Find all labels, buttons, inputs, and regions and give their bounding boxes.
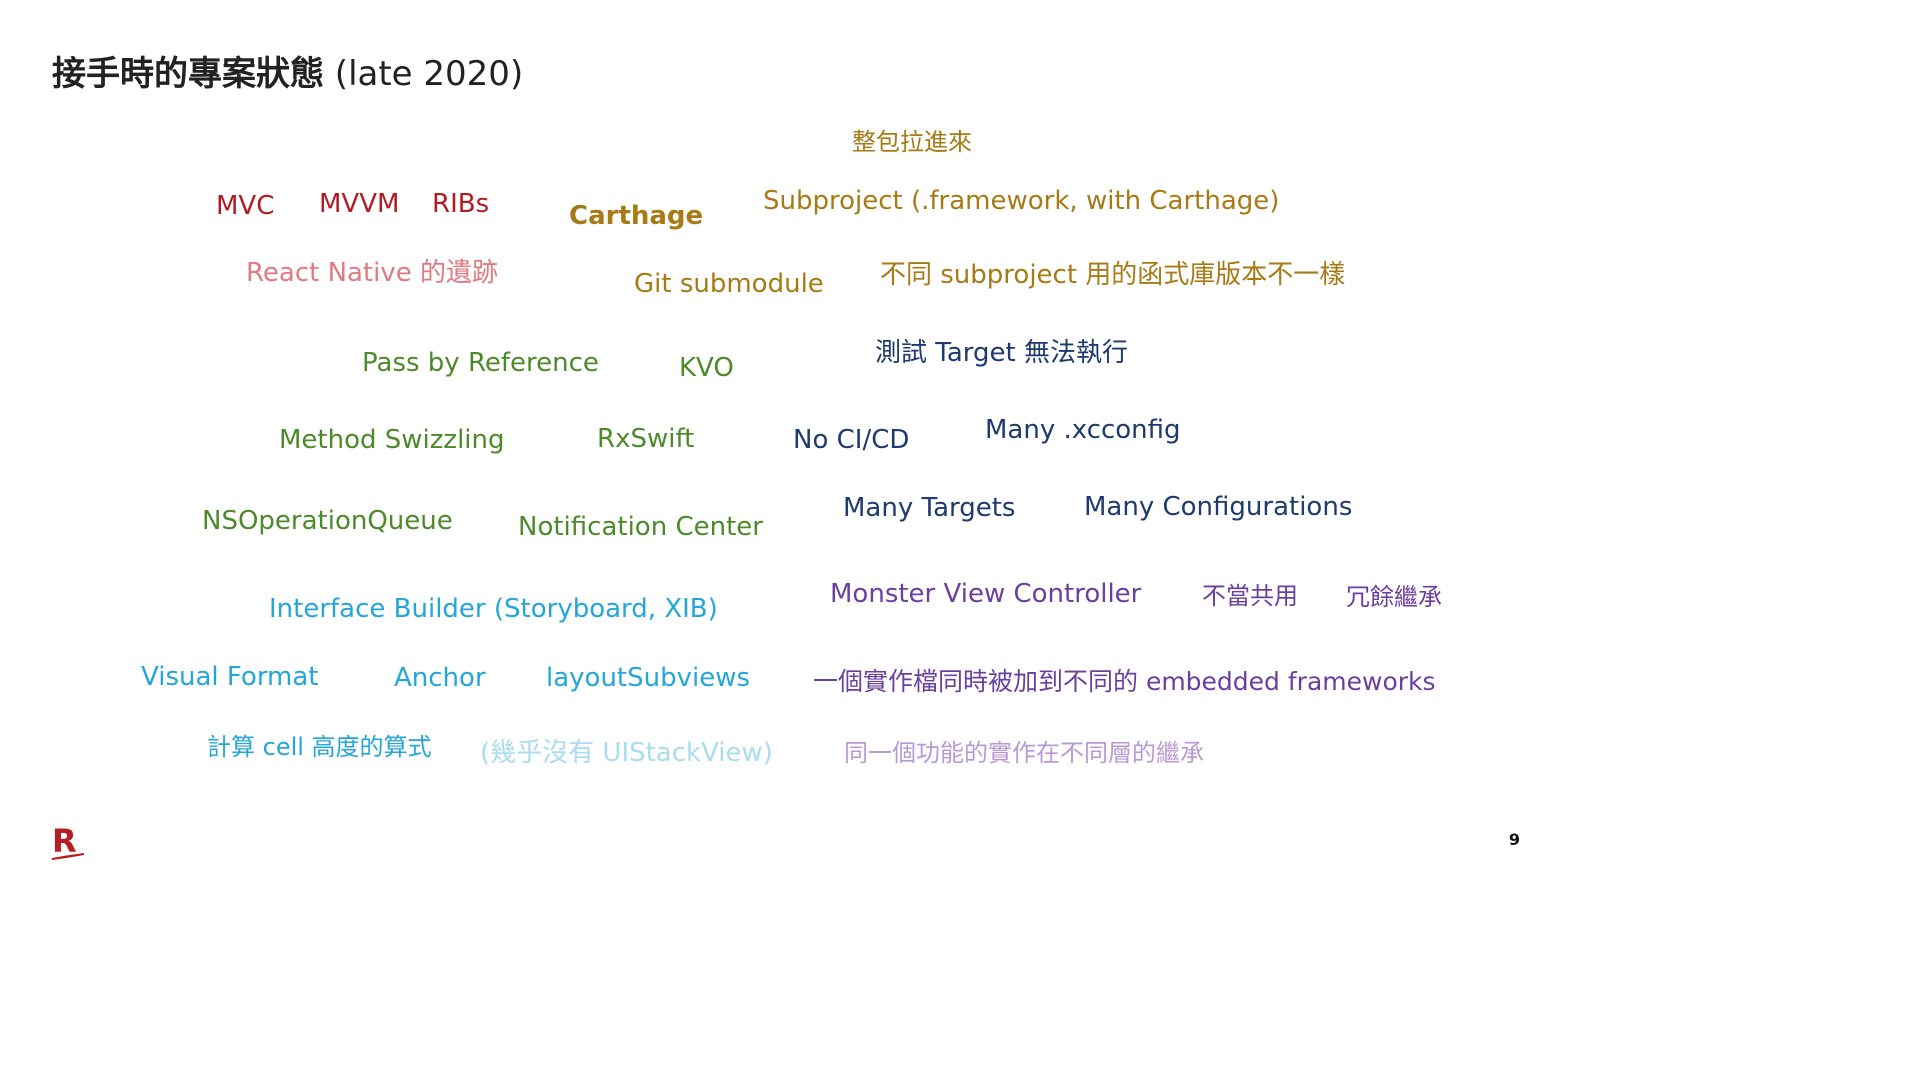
slide-title: 接手時的專案狀態 (late 2020) (52, 52, 523, 96)
word-improper-sharing: 不當共用 (1202, 582, 1298, 610)
word-test-target: 測試 Target 無法執行 (875, 338, 1128, 368)
word-many-configurations: Many Configurations (1084, 492, 1353, 522)
slide-title-cjk: 接手時的專案狀態 (52, 54, 324, 94)
page-number: 9 (1508, 830, 1520, 849)
word-same-feature-inheritance: 同一個功能的實作在不同層的繼承 (844, 739, 1204, 767)
word-react-native: React Native 的遺跡 (246, 258, 499, 288)
word-many-xcconfig: Many .xcconfig (985, 415, 1181, 445)
word-kvo: KVO (679, 353, 734, 383)
rakuten-logo: R (50, 822, 88, 864)
word-subproject: Subproject (.framework, with Carthage) (763, 186, 1280, 216)
word-many-targets: Many Targets (843, 493, 1016, 523)
word-mvvm: MVVM (319, 189, 400, 219)
word-pass-by-reference: Pass by Reference (362, 348, 599, 378)
word-carthage: Carthage (569, 201, 704, 231)
logo-letter: R (52, 822, 77, 860)
slide: 接手時的專案狀態 (late 2020) 整包拉進來 MVC MVVM RIBs… (50, 52, 1520, 864)
word-interface-builder: Interface Builder (Storyboard, XIB) (269, 594, 718, 624)
word-mvc: MVC (216, 191, 275, 221)
word-git-submodule: Git submodule (634, 269, 824, 299)
word-method-swizzling: Method Swizzling (279, 425, 505, 455)
word-monster-view-controller: Monster View Controller (830, 579, 1142, 609)
word-cell-height-formula: 計算 cell 高度的算式 (207, 733, 432, 761)
word-redundant-inheritance: 冗餘繼承 (1346, 583, 1442, 611)
word-embedded-frameworks: 一個實作檔同時被加到不同的 embedded frameworks (813, 667, 1436, 696)
word-lib-versions: 不同 subproject 用的函式庫版本不一樣 (880, 260, 1346, 290)
word-rxswift: RxSwift (597, 424, 695, 454)
word-no-stackview: (幾乎沒有 UIStackView) (480, 738, 773, 768)
slide-title-year: (late 2020) (324, 54, 524, 94)
rakuten-logo-icon: R (52, 822, 84, 860)
word-ribs: RIBs (432, 189, 490, 219)
word-layout-subviews: layoutSubviews (546, 663, 751, 693)
word-no-cicd: No CI/CD (793, 425, 910, 455)
word-package-everything: 整包拉進來 (852, 128, 972, 156)
word-notification-center: Notification Center (518, 512, 763, 542)
word-nsoperationqueue: NSOperationQueue (202, 506, 453, 536)
word-visual-format: Visual Format (141, 662, 319, 692)
word-anchor: Anchor (394, 663, 486, 693)
